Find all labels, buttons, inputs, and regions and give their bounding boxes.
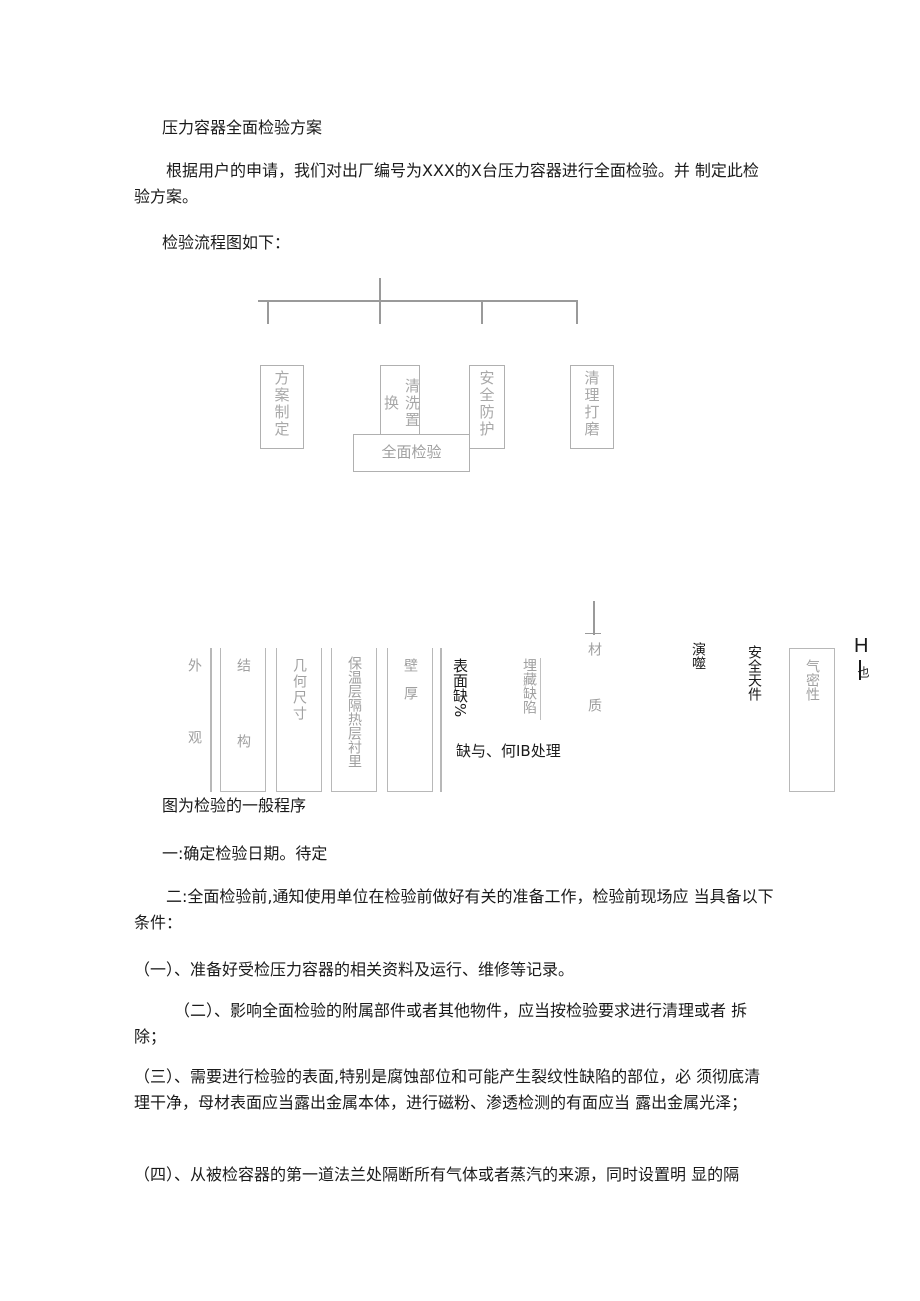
flow-box-plan: 方案制定 xyxy=(260,365,304,449)
item-1: （一）、准备好受检压力容器的相关资料及运行、维修等记录。 xyxy=(134,960,575,979)
flow-defect-handling: 缺与、何IB处理 xyxy=(456,742,561,760)
flow-box-airtight: 气密性 xyxy=(789,648,835,792)
flow-safety-accessories: 安全天件 xyxy=(746,645,762,701)
flow-waiguan-top: 外 xyxy=(186,658,202,672)
flow-h-bar xyxy=(859,660,861,680)
flow-buried-line xyxy=(540,658,541,720)
flow-box-safety: 安全防护 xyxy=(469,365,505,449)
flow-ye-glyph: 也 xyxy=(856,666,870,678)
item-4: （四）、从被检容器的第一道法兰处隔断所有气体或者蒸汽的来源，同时设置明 显的隔 xyxy=(134,1165,740,1184)
flow-buried-defects: 埋藏缺陷 xyxy=(521,658,537,714)
flow-box-structure: 结 构 xyxy=(220,648,266,792)
flow-box-thickness: 壁厚 xyxy=(387,648,433,792)
flow-box-full-inspection: 全面检验 xyxy=(353,434,470,472)
flow-hline xyxy=(258,300,578,302)
flow-material-bottom: 质 xyxy=(586,698,602,712)
flow-mid-vline xyxy=(593,601,595,635)
flow-bottom-left-line xyxy=(210,648,212,792)
flow-caption: 图为检验的一般程序 xyxy=(162,796,307,815)
flow-surface-defects: 表面缺% xyxy=(451,658,469,718)
flow-branch-3 xyxy=(481,300,483,324)
flow-h-letter: H xyxy=(854,635,869,657)
item-2: （二）、影响全面检验的附属部件或者其他物件，应当按检验要求进行清理或者 拆除； xyxy=(134,1001,748,1046)
flow-erosion: 演噬 xyxy=(690,642,706,670)
step-2: 二:全面检验前,通知使用单位在检验前做好有关的准备工作，检验前现场应 当具备以下… xyxy=(134,887,774,932)
flow-thickness-right-line xyxy=(440,648,442,792)
flow-branch-4 xyxy=(576,300,578,324)
flow-box-grind: 清理打磨 xyxy=(570,365,614,449)
flow-box-insulation: 保温层隔热层衬里 xyxy=(331,648,377,792)
step-1: 一:确定检验日期。待定 xyxy=(162,844,328,863)
flow-waiguan-bottom: 观 xyxy=(186,730,202,744)
doc-title: 压力容器全面检验方案 xyxy=(162,118,323,137)
flow-material-top: 材 xyxy=(586,642,602,656)
intro-paragraph: 根据用户的申请，我们对出厂编号为XXX的X台压力容器进行全面检验。并 制定此检验… xyxy=(134,161,759,206)
item-3: （三）、需要进行检验的表面,特别是腐蚀部位和可能产生裂纹性缺陷的部位，必 须彻底… xyxy=(134,1067,761,1112)
flow-box-clean: 清洗置换 xyxy=(380,365,421,437)
flow-mid-tick xyxy=(585,633,601,634)
flow-box-geometry: 几何尺寸 xyxy=(276,648,322,792)
flow-branch-1 xyxy=(267,300,269,324)
flow-intro: 检验流程图如下： xyxy=(162,233,291,252)
